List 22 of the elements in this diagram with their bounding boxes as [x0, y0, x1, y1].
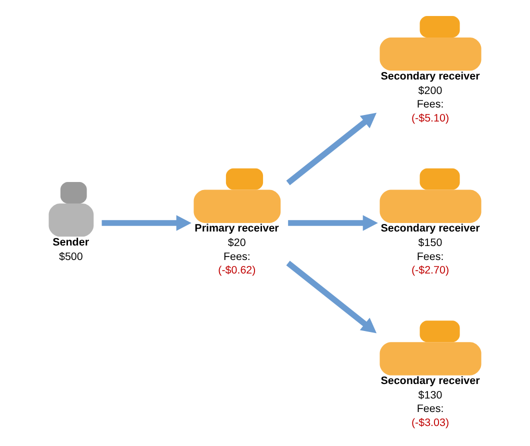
arrow [286, 112, 377, 186]
node-label: Fees: [416, 403, 444, 416]
arrow [102, 215, 192, 231]
node-label: (-$3.03) [411, 416, 450, 429]
node-label: (-$0.62) [218, 264, 256, 277]
arrow [286, 260, 377, 334]
node-label: Secondary receiver [380, 70, 480, 82]
node-label: $150 [418, 237, 442, 250]
node-label: (-$2.70) [411, 264, 450, 277]
node-label: Sender [52, 236, 90, 248]
node-label: Fees: [416, 250, 444, 263]
node-label: $200 [418, 84, 442, 97]
node-label: $130 [418, 390, 442, 402]
node-label: Fees: [416, 98, 444, 111]
node-label: Primary receiver [194, 222, 279, 235]
node-label: $500 [58, 250, 83, 263]
node-label: (-$5.10) [411, 112, 450, 124]
node-label: Fees: [224, 250, 250, 263]
node-label: Secondary receiver [380, 374, 480, 387]
node-label: Secondary receiver [380, 222, 480, 235]
node-label: $20 [228, 237, 246, 250]
arrow [288, 215, 378, 231]
